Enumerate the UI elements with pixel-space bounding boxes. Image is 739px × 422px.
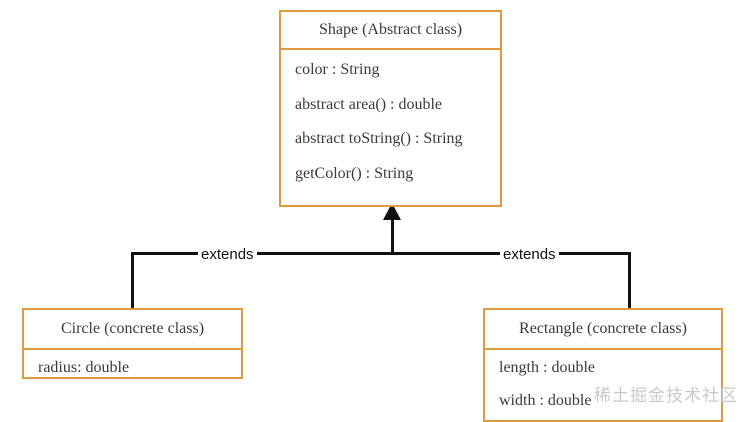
class-title-rectangle: Rectangle (concrete class) [485, 310, 721, 350]
edge-label-extends-rectangle: extends [500, 245, 559, 264]
class-body-shape: color : String abstract area() : double … [281, 50, 500, 202]
class-box-rectangle[interactable]: Rectangle (concrete class) length : doub… [483, 308, 723, 422]
connector-circle-riser [131, 252, 134, 310]
class-box-shape[interactable]: Shape (Abstract class) color : String ab… [279, 10, 502, 207]
class-member-rectangle-width: width : double [499, 391, 592, 409]
class-body-circle: radius: double [24, 350, 241, 382]
class-member-shape-color: color : String [295, 61, 380, 78]
class-title-circle: Circle (concrete class) [24, 310, 241, 350]
edge-label-extends-circle: extends [198, 245, 257, 264]
class-title-shape: Shape (Abstract class) [281, 12, 500, 50]
class-member-shape-tostring: abstract toString() : String [295, 130, 463, 148]
class-body-rectangle: length : double width : double [485, 350, 721, 422]
class-member-circle-radius: radius: double [38, 359, 130, 376]
connector-horizontal-bar [131, 252, 631, 255]
class-member-shape-area: abstract area() : double [295, 95, 443, 113]
class-member-shape-getcolor: getColor() : String [295, 164, 414, 182]
connector-rectangle-riser [628, 252, 631, 310]
generalization-arrowhead-icon [383, 203, 401, 220]
class-member-rectangle-length: length : double [499, 359, 595, 376]
class-box-circle[interactable]: Circle (concrete class) radius: double [22, 308, 243, 379]
connector-generalization-stem [391, 218, 394, 254]
